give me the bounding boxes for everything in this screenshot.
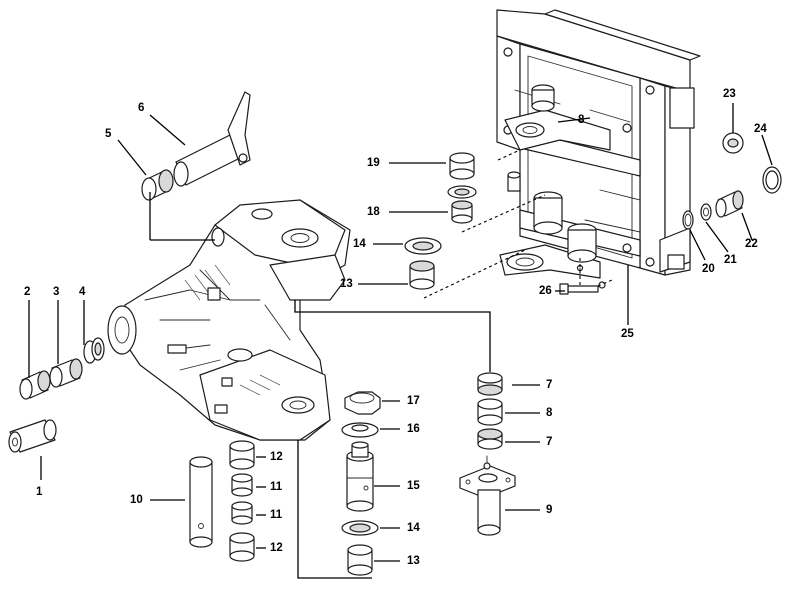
callout-1: 1 bbox=[36, 486, 43, 498]
callout-5: 5 bbox=[105, 128, 112, 140]
callout-9: 9 bbox=[546, 504, 553, 516]
callout-8-lower: 8 bbox=[546, 407, 553, 419]
callout-12-upper: 12 bbox=[270, 451, 283, 463]
callout-25: 25 bbox=[621, 328, 634, 340]
callout-4: 4 bbox=[79, 286, 86, 298]
callout-7-lower: 7 bbox=[546, 436, 553, 448]
callout-8-upper: 8 bbox=[578, 114, 585, 126]
callout-24: 24 bbox=[754, 123, 767, 135]
callout-2: 2 bbox=[24, 286, 31, 298]
callout-15: 15 bbox=[407, 480, 420, 492]
callout-6: 6 bbox=[138, 102, 145, 114]
callout-18: 18 bbox=[367, 206, 380, 218]
callout-7-upper: 7 bbox=[546, 379, 553, 391]
callout-14-upper: 14 bbox=[353, 238, 366, 250]
parts-right-stack bbox=[459, 372, 516, 536]
callout-11-lower: 11 bbox=[270, 509, 283, 521]
callout-22: 22 bbox=[745, 238, 758, 250]
callout-12-lower: 12 bbox=[270, 542, 283, 554]
callout-23: 23 bbox=[723, 88, 736, 100]
hitch-body bbox=[107, 199, 351, 441]
callout-3: 3 bbox=[53, 286, 60, 298]
callout-17: 17 bbox=[407, 395, 420, 407]
callout-11-upper: 11 bbox=[270, 481, 283, 493]
callout-14-lower: 14 bbox=[407, 522, 420, 534]
parts-upper-center-group bbox=[404, 152, 477, 290]
callout-13-lower: 13 bbox=[407, 555, 420, 567]
callout-21: 21 bbox=[724, 254, 737, 266]
callout-20: 20 bbox=[702, 263, 715, 275]
leader-lines bbox=[28, 103, 773, 579]
callout-10: 10 bbox=[130, 494, 143, 506]
callout-16: 16 bbox=[407, 423, 420, 435]
parts-right-seals bbox=[682, 132, 782, 230]
parts-center-stack bbox=[341, 391, 381, 576]
callout-13-upper: 13 bbox=[340, 278, 353, 290]
callout-26: 26 bbox=[539, 285, 552, 297]
parts-lower-pin-group bbox=[189, 440, 255, 562]
parts-upper-left-group bbox=[141, 91, 251, 201]
mounting-frame bbox=[496, 9, 701, 295]
callout-19: 19 bbox=[367, 157, 380, 169]
assembly-center-lines bbox=[423, 149, 613, 299]
parts-left-pin-group bbox=[8, 337, 105, 453]
